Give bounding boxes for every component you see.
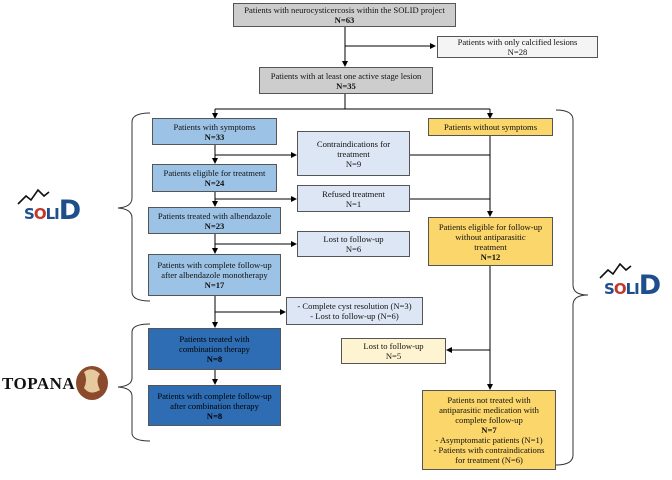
box-nt-n: N=7	[481, 425, 497, 435]
solid-logo-li: LI	[45, 205, 60, 223]
box-nt-line2: antiparasitic medication with	[439, 405, 539, 415]
box-nt-bullet2: - Patients with contraindications	[433, 445, 545, 455]
box-symptoms: Patients with symptoms N=33	[152, 118, 277, 145]
box-lost2-n: N=5	[385, 351, 402, 361]
solid-logo-right: SOLID	[604, 270, 661, 301]
box-efu-line2: without antiparasitic	[455, 231, 526, 242]
box-complete-albendazole: Patients with complete follow-up after a…	[148, 254, 281, 296]
box-lost-followup-1: Lost to follow-up N=6	[297, 231, 410, 257]
box-eligible-treatment: Patients eligible for treatment N=24	[152, 164, 277, 192]
box-cc-line2: after combination therapy	[170, 400, 259, 411]
topana-logo-text: TOPANA	[2, 374, 76, 393]
box-calcified-n: N=28	[507, 47, 528, 57]
box-res-line1: - Complete cyst resolution (N=3)	[297, 301, 412, 311]
topana-emblem	[76, 366, 108, 400]
box-comb-n: N=8	[206, 354, 223, 364]
box-contra-n: N=9	[345, 158, 362, 169]
box-combination: Patients treated with combination therap…	[148, 328, 281, 370]
box-comb-line2: combination therapy	[179, 344, 250, 354]
box-lost1-n: N=6	[345, 244, 362, 254]
box-albendazole: Patients treated with albendazole N=23	[148, 207, 281, 234]
box-ca-n: N=17	[204, 280, 225, 290]
box-symptoms-label: Patients with symptoms	[173, 121, 256, 132]
box-complete-combination: Patients with complete follow-up after c…	[148, 385, 281, 426]
box-resolution: - Complete cyst resolution (N=3) - Lost …	[286, 297, 423, 325]
box-albendazole-label: Patients treated with albendazole	[157, 210, 272, 221]
box-total-label: Patients with neurocysticercosis within …	[244, 5, 445, 15]
box-not-treated: Patients not treated with antiparasitic …	[422, 390, 556, 470]
box-res-line2: - Lost to follow-up (N=6)	[310, 311, 399, 321]
box-eligible-label: Patients eligible for treatment	[163, 168, 266, 178]
bracket-right	[555, 109, 589, 466]
box-nt-line1: Patients not treated with	[447, 395, 531, 405]
box-contraindications: Contraindications for treatment N=9	[297, 131, 410, 176]
box-efu-n: N=12	[480, 251, 501, 262]
box-cc-n: N=8	[206, 410, 223, 421]
bracket-left-top	[117, 112, 151, 302]
solid-logo-d: D	[638, 270, 661, 301]
box-calcified-label: Patients with only calcified lesions	[457, 37, 578, 47]
box-refused-label: Refused treatment	[322, 188, 385, 199]
box-calcified: Patients with only calcified lesions N=2…	[437, 36, 598, 58]
box-active-lesion: Patients with at least one active stage …	[259, 67, 433, 94]
solid-left-swoosh	[17, 188, 50, 205]
box-total-patients: Patients with neurocysticercosis within …	[233, 3, 456, 27]
box-ca-line2: after albendazole monotherapy	[161, 270, 268, 280]
box-active-n: N=35	[336, 80, 356, 91]
solid-right-swoosh	[599, 262, 632, 279]
box-nt-bullet1: - Asymptomatic patients (N=1)	[435, 435, 543, 445]
solid-logo-s: S	[604, 280, 615, 298]
solid-logo-d: D	[58, 195, 81, 226]
solid-logo-left: SOLID	[24, 195, 81, 226]
solid-logo-o: O	[33, 205, 47, 223]
box-eligible-n: N=24	[204, 178, 225, 188]
solid-logo-li: LI	[625, 280, 640, 298]
box-nt-line3: complete follow-up	[455, 415, 523, 425]
box-lost-followup-2: Lost to follow-up N=5	[341, 338, 446, 364]
box-efu-line3: treatment	[474, 241, 507, 252]
box-contra-line1: Contraindications for	[316, 138, 391, 149]
solid-logo-o: O	[613, 280, 627, 298]
box-lost1-label: Lost to follow-up	[323, 234, 384, 244]
box-ca-line1: Patients with complete follow-up	[157, 260, 272, 270]
bracket-left-bottom	[117, 323, 151, 442]
box-refused-n: N=1	[345, 198, 362, 209]
box-eligible-followup: Patients eligible for follow-up without …	[428, 217, 553, 266]
box-contra-line2: treatment	[337, 148, 370, 159]
box-active-label: Patients with at least one active stage …	[270, 70, 422, 81]
topana-logo: TOPANA	[2, 374, 75, 394]
box-refused: Refused treatment N=1	[297, 185, 410, 212]
box-nt-bullet3: for treatment (N=6)	[455, 455, 523, 465]
box-comb-line1: Patients treated with	[179, 334, 250, 344]
box-lost2-label: Lost to follow-up	[363, 341, 424, 351]
box-without-label: Patients without symptoms	[443, 122, 538, 132]
box-symptoms-n: N=33	[204, 131, 225, 142]
box-cc-line1: Patients with complete follow-up	[157, 390, 272, 401]
box-without-symptoms: Patients without symptoms	[428, 118, 553, 136]
box-efu-line1: Patients eligible for follow-up	[438, 221, 543, 232]
box-total-n: N=63	[334, 15, 355, 25]
box-albendazole-n: N=23	[204, 220, 225, 231]
solid-logo-s: S	[24, 205, 35, 223]
